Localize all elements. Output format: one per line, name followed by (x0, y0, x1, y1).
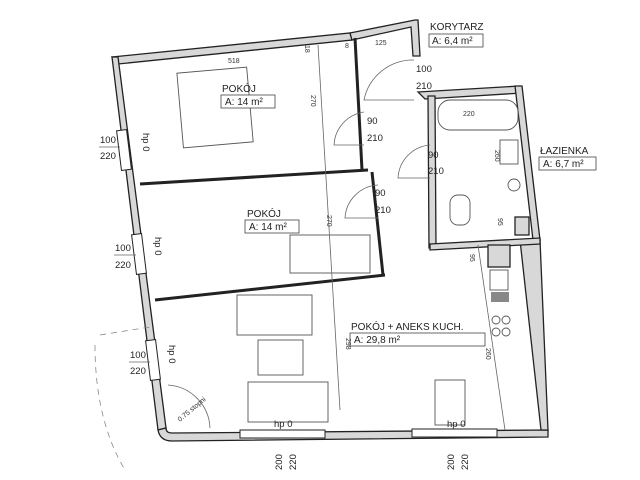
svg-text:100: 100 (416, 64, 432, 75)
room-name: KORYTARZ (430, 22, 484, 33)
room-lazienka: ŁAZIENKA A: 6,7 m² (538, 146, 597, 171)
svg-text:260: 260 (493, 150, 500, 162)
window-label-2: 100 220 hp 0 (114, 237, 163, 271)
svg-text:95: 95 (496, 218, 503, 226)
svg-text:8: 8 (345, 43, 349, 50)
svg-text:hp 0: hp 0 (140, 133, 151, 152)
svg-text:90: 90 (428, 150, 439, 161)
svg-text:100: 100 (130, 350, 146, 361)
svg-text:210: 210 (428, 166, 444, 177)
door-swings (167, 59, 431, 429)
svg-text:90: 90 (367, 116, 378, 127)
windows (94, 128, 498, 471)
room-area: A: 6,7 m² (543, 159, 584, 170)
window-label-4: hp 0 200 220 (274, 419, 299, 470)
svg-text:210: 210 (375, 205, 391, 216)
svg-text:220: 220 (463, 111, 475, 118)
svg-text:0.75 stopni: 0.75 stopni (177, 396, 208, 424)
window-label-3: 100 220 hp 0 (129, 345, 177, 377)
kitchen-counter (491, 292, 509, 302)
svg-text:220: 220 (100, 151, 116, 162)
room-area: A: 6,4 m² (432, 36, 473, 47)
coffee-table (257, 339, 304, 376)
room-korytarz: KORYTARZ A: 6,4 m² (428, 22, 484, 48)
interior-walls (139, 37, 386, 302)
svg-text:270: 270 (325, 215, 332, 227)
svg-text:200: 200 (446, 454, 457, 470)
room-pokoj-1: POKÓJ A: 14 m² (220, 82, 276, 109)
svg-text:hp 0: hp 0 (447, 419, 466, 430)
sink (489, 269, 509, 291)
room-living-kitchen: POKÓJ + ANEKS KUCH. A: 29,8 m² (349, 320, 486, 347)
bathtub (437, 99, 519, 131)
svg-text:hp 0: hp 0 (152, 237, 163, 256)
svg-text:260: 260 (484, 348, 491, 360)
room-area: A: 14 m² (225, 97, 263, 108)
svg-text:90: 90 (375, 188, 386, 199)
room-area: A: 14 m² (249, 222, 287, 233)
svg-text:200: 200 (274, 454, 285, 470)
door-label-2: 90 210 (367, 116, 383, 144)
room-name: POKÓJ + ANEKS KUCH. (351, 320, 464, 333)
room-name: POKÓJ (222, 82, 256, 95)
svg-text:100: 100 (100, 135, 116, 146)
window-label-5: hp 0 200 220 (446, 419, 471, 470)
room-name: POKÓJ (247, 207, 281, 220)
washing-machine (507, 178, 521, 192)
svg-text:95: 95 (468, 254, 475, 262)
svg-text:125: 125 (375, 40, 387, 47)
svg-text:hp 0: hp 0 (166, 345, 177, 364)
door-label-1: 100 210 (416, 64, 432, 92)
toilet (449, 194, 471, 226)
svg-text:518: 518 (228, 58, 240, 65)
svg-text:220: 220 (460, 454, 471, 470)
dining-table (434, 379, 466, 426)
svg-text:hp 0: hp 0 (274, 419, 293, 430)
window-label-1: 100 220 hp 0 (99, 133, 151, 162)
svg-text:100: 100 (115, 243, 131, 254)
svg-text:18: 18 (303, 45, 310, 53)
svg-text:210: 210 (367, 133, 383, 144)
svg-text:220: 220 (130, 366, 146, 377)
sofa-2 (247, 381, 329, 423)
svg-text:210: 210 (416, 81, 432, 92)
door-label-4: 90 210 (375, 188, 391, 216)
svg-text:220: 220 (115, 260, 131, 271)
svg-text:220: 220 (288, 454, 299, 470)
furniture (176, 44, 521, 431)
room-name: ŁAZIENKA (540, 146, 589, 157)
room-area: A: 29,8 m² (354, 335, 401, 346)
sofa (236, 294, 313, 336)
svg-text:270: 270 (309, 95, 316, 107)
washbasin (499, 139, 519, 165)
room-pokoj-2: POKÓJ A: 14 m² (244, 207, 300, 234)
svg-text:298: 298 (344, 338, 351, 350)
door-label-3: 90 210 (428, 150, 444, 177)
